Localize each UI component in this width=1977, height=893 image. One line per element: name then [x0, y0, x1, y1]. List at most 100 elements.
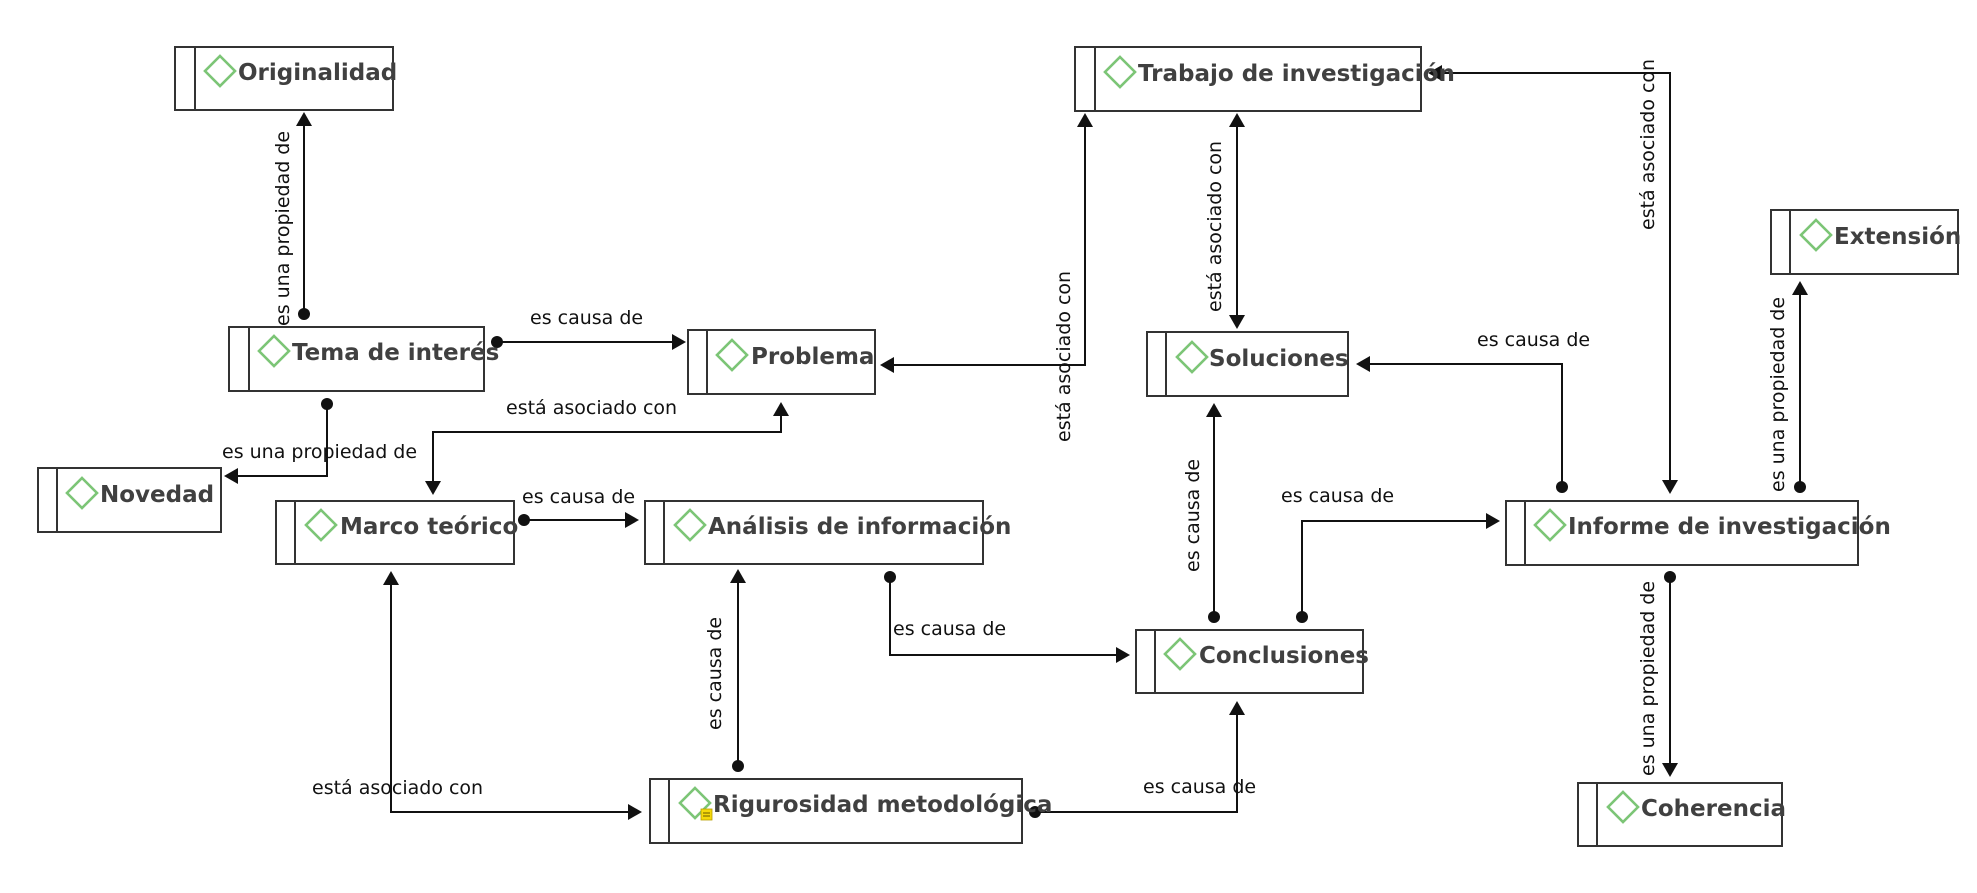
arrowhead [1662, 480, 1678, 494]
node-label: Conclusiones [1199, 643, 1369, 669]
edge-label: está asociado con [1637, 59, 1659, 230]
node-trabajo[interactable]: Trabajo de investigación [1074, 46, 1455, 112]
node-label: Extensión [1834, 224, 1961, 250]
arrowhead [1356, 356, 1370, 372]
node-box [687, 329, 876, 395]
diamond-icon [1103, 55, 1137, 89]
arrowhead [1428, 65, 1442, 81]
node-tema[interactable]: Tema de interés [228, 326, 499, 392]
edge-line [1035, 703, 1238, 813]
node-rigurosidad[interactable]: Rigurosidad metodológica [649, 778, 1052, 844]
edge-label: es causa de [530, 307, 643, 329]
node-label: Rigurosidad metodológica [713, 792, 1052, 818]
edge-label: es causa de [522, 486, 635, 508]
node-extension[interactable]: Extensión [1770, 209, 1961, 275]
node-originalidad[interactable]: Originalidad [174, 46, 397, 111]
node-informe[interactable]: Informe de investigación [1505, 500, 1891, 566]
node-box [1135, 629, 1364, 694]
arrowhead [1116, 647, 1130, 663]
edge-label: es una propiedad de [1767, 297, 1789, 492]
memo-icon-body [700, 808, 713, 821]
diamond-icon [1533, 508, 1567, 542]
edge-source-dot [1664, 571, 1676, 583]
edge-label: está asociado con [506, 397, 677, 419]
node-analisis[interactable]: Análisis de información [644, 500, 1011, 565]
node-coherencia[interactable]: Coherencia [1577, 782, 1786, 847]
arrowhead [773, 402, 789, 416]
node-soluciones[interactable]: Soluciones [1146, 331, 1349, 397]
edge-source-dot [1208, 611, 1220, 623]
diamond-icon [304, 508, 338, 542]
arrowhead [1486, 513, 1500, 529]
arrowhead [1206, 403, 1222, 417]
arrowhead [880, 357, 894, 373]
edge-label: es causa de [1281, 485, 1394, 507]
edge-label: es una propiedad de [1637, 581, 1659, 776]
edge-tema-problema[interactable]: es causa de [491, 307, 686, 350]
edge-source-dot [491, 336, 503, 348]
node-box [1770, 209, 1959, 275]
arrowhead [730, 569, 746, 583]
edge-conclusiones-informe[interactable]: es causa de [1281, 485, 1500, 623]
edge-problema-trabajo[interactable]: está asociado con [880, 113, 1093, 442]
node-label: Soluciones [1209, 346, 1349, 372]
node-box [275, 500, 515, 565]
edge-informe-coherencia[interactable]: es una propiedad de [1637, 571, 1678, 777]
edge-source-dot [884, 571, 896, 583]
arrowhead [1662, 763, 1678, 777]
edge-trabajo-soluciones[interactable]: está asociado con [1204, 113, 1245, 329]
node-conclusiones[interactable]: Conclusiones [1135, 629, 1369, 694]
edge-label: es causa de [704, 617, 726, 730]
node-label: Coherencia [1641, 796, 1786, 822]
diamond-icon [1606, 790, 1640, 824]
edge-trabajo-informe[interactable]: está asociado con [1428, 59, 1678, 494]
edge-marco-rigurosidad[interactable]: está asociado con [312, 571, 642, 820]
edge-informe-extension[interactable]: es una propiedad de [1767, 281, 1808, 493]
memo-icon[interactable] [700, 808, 713, 821]
arrowhead [1792, 281, 1808, 295]
edge-source-dot [732, 760, 744, 772]
node-problema[interactable]: Problema [687, 329, 876, 395]
diamond-icon [715, 338, 749, 372]
node-label: Originalidad [238, 60, 397, 86]
edge-source-dot [518, 514, 530, 526]
edge-line [882, 115, 1086, 366]
diamond-icon [65, 476, 99, 510]
arrowhead [628, 804, 642, 820]
edge-tema-originalidad[interactable]: es una propiedad de [272, 112, 312, 326]
node-label: Problema [751, 344, 874, 370]
node-box [1074, 46, 1422, 112]
edge-problema-marco[interactable]: está asociado con [425, 397, 789, 495]
node-novedad[interactable]: Novedad [37, 467, 222, 533]
edge-tema-novedad[interactable]: es una propiedad de [222, 398, 417, 484]
edge-label: es una propiedad de [222, 441, 417, 463]
edge-marco-analisis[interactable]: es causa de [518, 486, 639, 528]
edge-rigurosidad-analisis[interactable]: es causa de [704, 569, 746, 772]
node-label: Trabajo de investigación [1138, 61, 1455, 87]
edge-informe-soluciones[interactable]: es causa de [1356, 329, 1590, 493]
edge-label: está asociado con [312, 777, 483, 799]
edge-line [432, 404, 782, 493]
diamond-icon [678, 786, 712, 820]
edge-label: es una propiedad de [272, 131, 294, 326]
edge-source-dot [321, 398, 333, 410]
edge-source-dot [1296, 611, 1308, 623]
arrowhead [1229, 315, 1245, 329]
edge-label: es causa de [1182, 459, 1204, 572]
edge-line [1430, 72, 1671, 492]
diamond-icon [673, 508, 707, 542]
node-label: Análisis de información [708, 514, 1011, 540]
edge-rigurosidad-conclusiones[interactable]: es causa de [1029, 701, 1256, 818]
node-label: Tema de interés [292, 340, 499, 366]
edge-conclusiones-soluciones[interactable]: es causa de [1182, 403, 1222, 623]
diamond-icon [1163, 637, 1197, 671]
edge-analisis-conclusiones[interactable]: es causa de [884, 571, 1130, 663]
edge-label: es causa de [1143, 776, 1256, 798]
node-marco[interactable]: Marco teórico [275, 500, 518, 565]
arrowhead [224, 468, 238, 484]
edge-source-dot [1556, 481, 1568, 493]
diamond-icon [1799, 218, 1833, 252]
arrowhead [625, 512, 639, 528]
node-box [1505, 500, 1859, 566]
